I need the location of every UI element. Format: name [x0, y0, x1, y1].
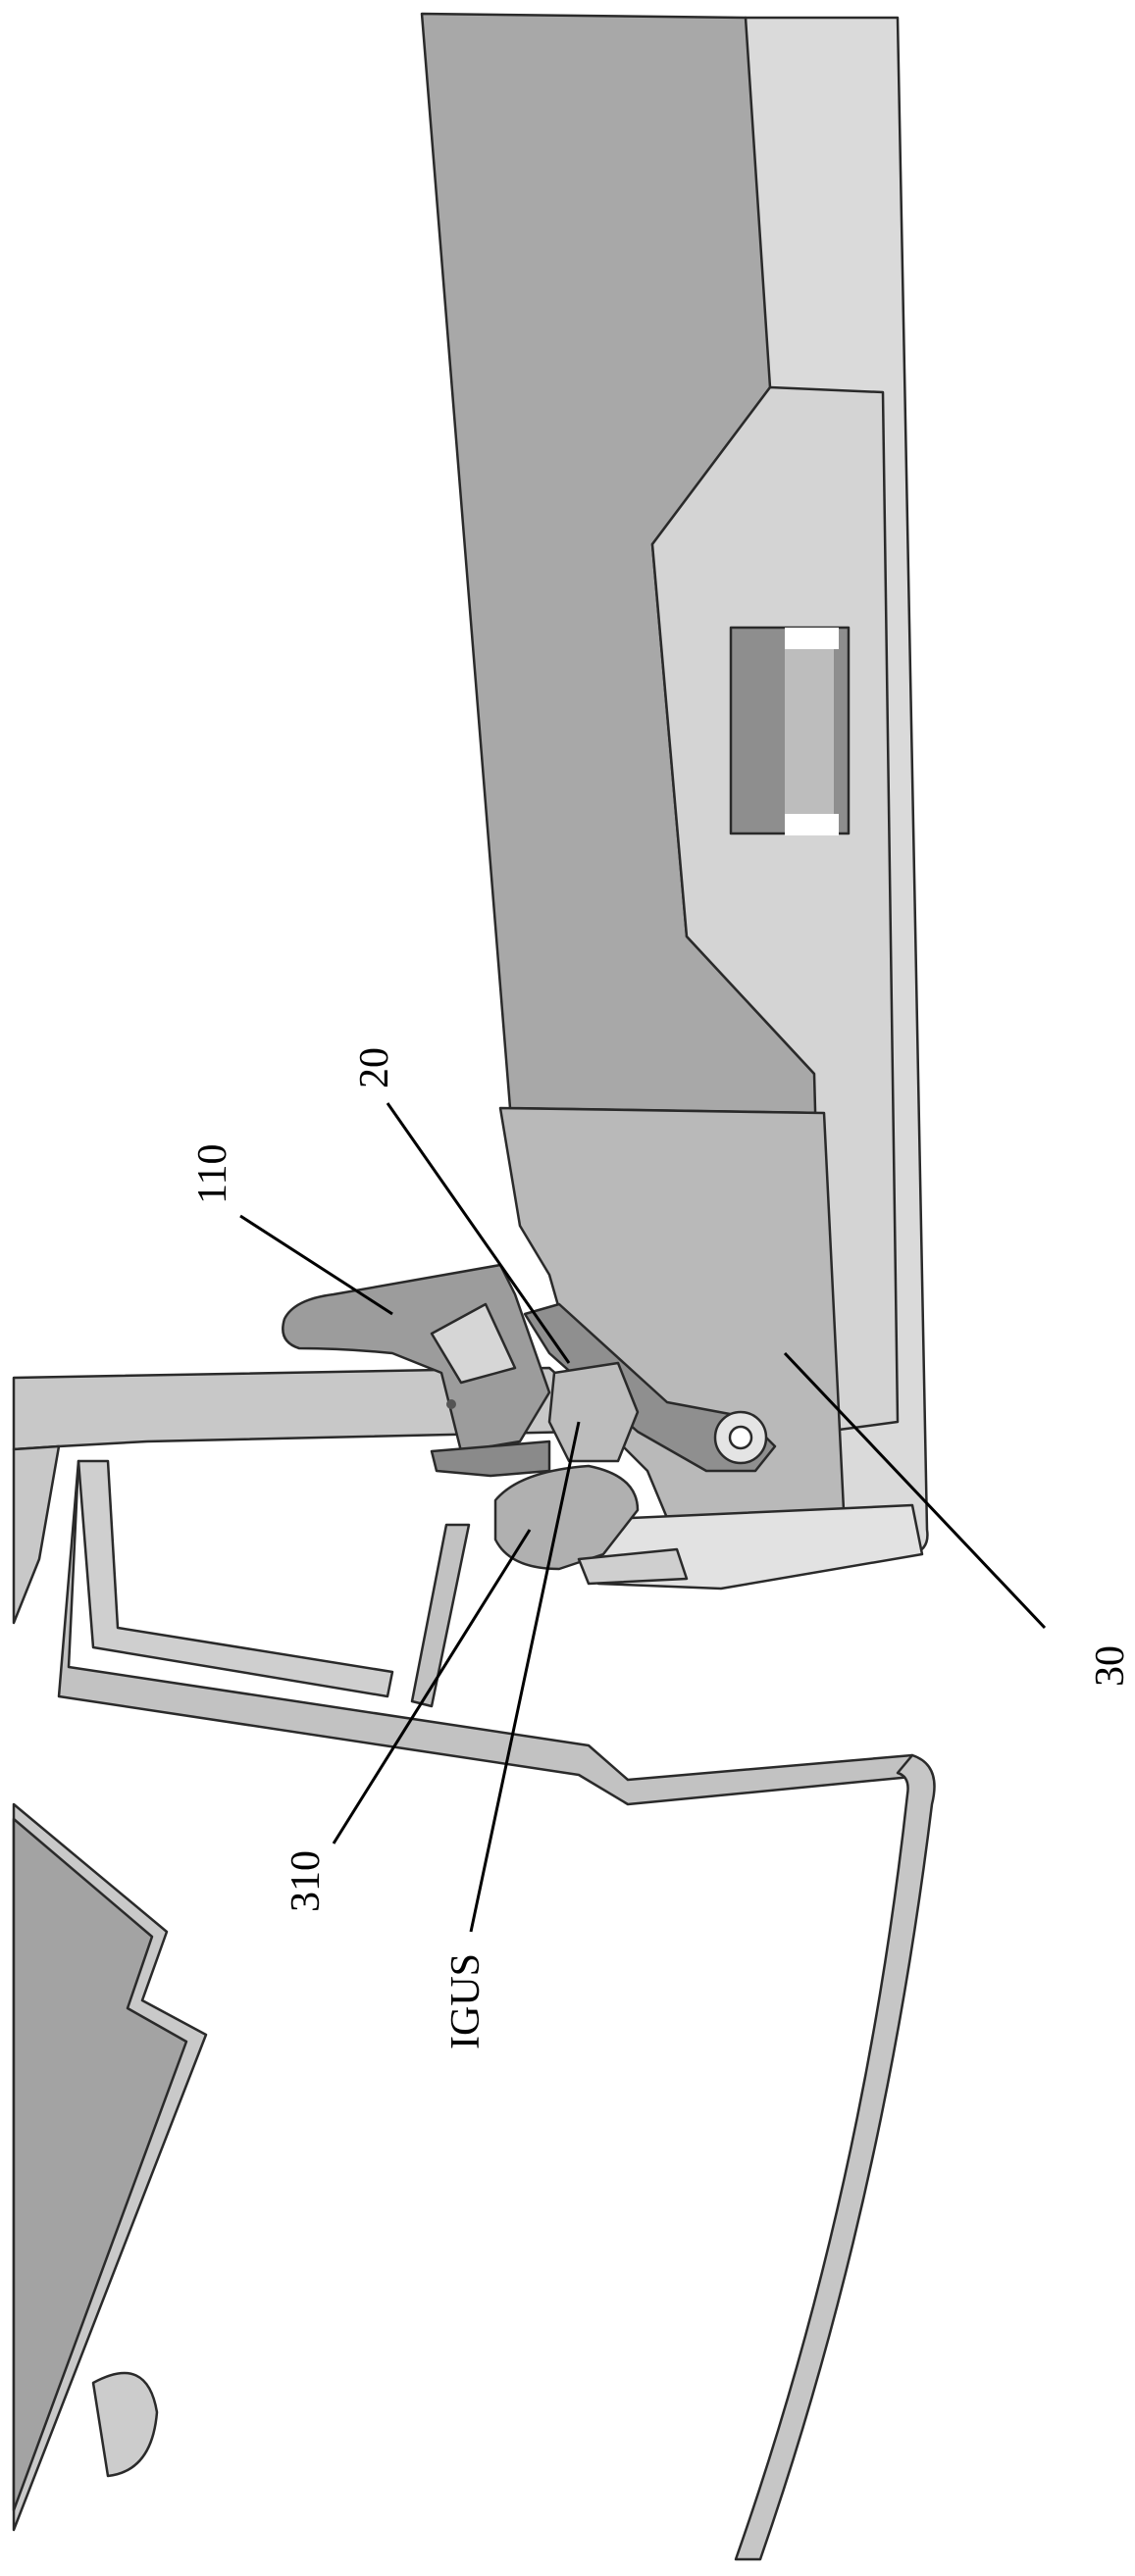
ref-label-110: 110 [190, 1144, 235, 1204]
rail-inner-bracket [77, 1459, 394, 1698]
pivot-pin-center [728, 1425, 753, 1450]
ref-label-310: 310 [284, 1850, 329, 1912]
lower-left-bump [91, 2371, 159, 2478]
leader-line-igus [469, 1421, 581, 1933]
igus-block [547, 1361, 640, 1463]
rail-bottom-arc [734, 1753, 936, 2561]
rail-post [410, 1523, 471, 1708]
leader-line-30 [783, 1351, 1047, 1630]
housing-window-inner [785, 649, 834, 814]
rail-left-hook [12, 1444, 61, 1625]
leader-line-310 [332, 1529, 532, 1844]
housing-window-highlight-bottom [785, 814, 839, 835]
lower-left-housing [12, 1802, 208, 2532]
housing-window-highlight-top [785, 628, 839, 649]
ref-label-igus: IGUS [443, 1953, 489, 2049]
latch-110-opening [430, 1302, 517, 1385]
rail-dot [446, 1399, 456, 1409]
housing-lower-block [498, 1106, 846, 1520]
leader-line-110 [239, 1214, 393, 1316]
lower-left-housing-side [12, 1817, 188, 2512]
ref-label-30: 30 [1088, 1645, 1133, 1687]
leader-line-20 [386, 1102, 571, 1364]
latch-finger [430, 1440, 551, 1478]
stop-block-310-tab [577, 1547, 689, 1586]
rail-frame [12, 1366, 936, 2561]
ref-label-20: 20 [352, 1047, 397, 1088]
stop-block-310 [493, 1464, 689, 1586]
stop-block-310-body [493, 1464, 640, 1571]
hinge-mechanism [282, 1263, 777, 1478]
